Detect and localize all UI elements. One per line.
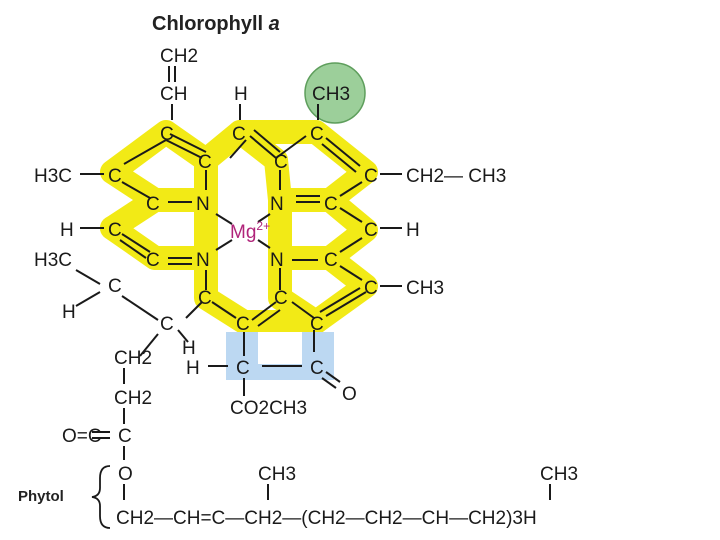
ester-group-label: CO2CH3 (230, 398, 307, 419)
chain-ch2-b-label: CH2 (114, 388, 152, 409)
phytol-chain-label: CH2—CH=C—CH2—(CH2—CH2—CH—CH2)3H (116, 508, 537, 529)
h-lower-left-label: H (62, 302, 76, 323)
svg-text:N: N (196, 194, 210, 215)
phytol-methyl-2-label: CH3 (540, 464, 578, 485)
svg-text:C: C (364, 166, 378, 187)
methyl-right-label: CH3 (406, 278, 444, 299)
svg-text:C: C (160, 124, 174, 145)
h-right-label: H (406, 220, 420, 241)
h-left-label: H (60, 220, 74, 241)
vinyl-ch-label: CH (160, 84, 187, 105)
phytol-methyl-1-label: CH3 (258, 464, 296, 485)
h3c-lower-label: H3C (34, 250, 72, 271)
svg-text:C: C (108, 220, 122, 241)
svg-text:C: C (236, 358, 250, 379)
phytol-brace (91, 465, 111, 529)
svg-text:C: C (146, 250, 160, 271)
ethyl-label: CH2— CH3 (406, 166, 506, 187)
svg-text:C: C (310, 358, 324, 379)
diagram-title: Chlorophyll a (152, 13, 280, 35)
svg-text:C: C (324, 250, 338, 271)
svg-text:C: C (232, 124, 246, 145)
svg-text:C: C (310, 124, 324, 145)
vinyl-ch2-label: CH2 (160, 46, 198, 67)
svg-text:C: C (146, 194, 160, 215)
phytol-label: Phytol (18, 488, 64, 505)
conjugation-highlight (100, 120, 378, 334)
methyl-circle-highlight (304, 62, 366, 124)
svg-text:N: N (270, 194, 284, 215)
h-bottom-label: H (182, 338, 196, 359)
svg-text:N: N (196, 250, 210, 271)
svg-text:C: C (274, 152, 288, 173)
svg-text:C: C (364, 278, 378, 299)
keto-oxygen-label: O (342, 384, 357, 405)
carbonyl-label: O=C (62, 426, 102, 447)
ester-oxygen-label: O (118, 464, 133, 485)
svg-text:C: C (160, 314, 174, 335)
bond-lines (75, 66, 551, 500)
h-top-label: H (234, 84, 248, 105)
chain-ch2-a-label: CH2 (114, 348, 152, 369)
svg-text:C: C (198, 152, 212, 173)
ring-atom-labels: C C C C C C C N N C C C C C N N C C C C … (108, 124, 378, 447)
svg-text:C: C (108, 276, 122, 297)
svg-text:C: C (364, 220, 378, 241)
h-ring-e-label: H (186, 358, 200, 379)
svg-text:C: C (198, 288, 212, 309)
svg-text:C: C (108, 166, 122, 187)
svg-text:N: N (270, 250, 284, 271)
magnesium-ion: Mg2+ (230, 219, 270, 243)
methyl-circled-label: CH3 (312, 84, 350, 105)
svg-text:C: C (118, 426, 132, 447)
svg-text:C: C (274, 288, 288, 309)
svg-text:C: C (324, 194, 338, 215)
h3c-left-label: H3C (34, 166, 72, 187)
svg-text:C: C (236, 314, 250, 335)
svg-text:C: C (310, 314, 324, 335)
